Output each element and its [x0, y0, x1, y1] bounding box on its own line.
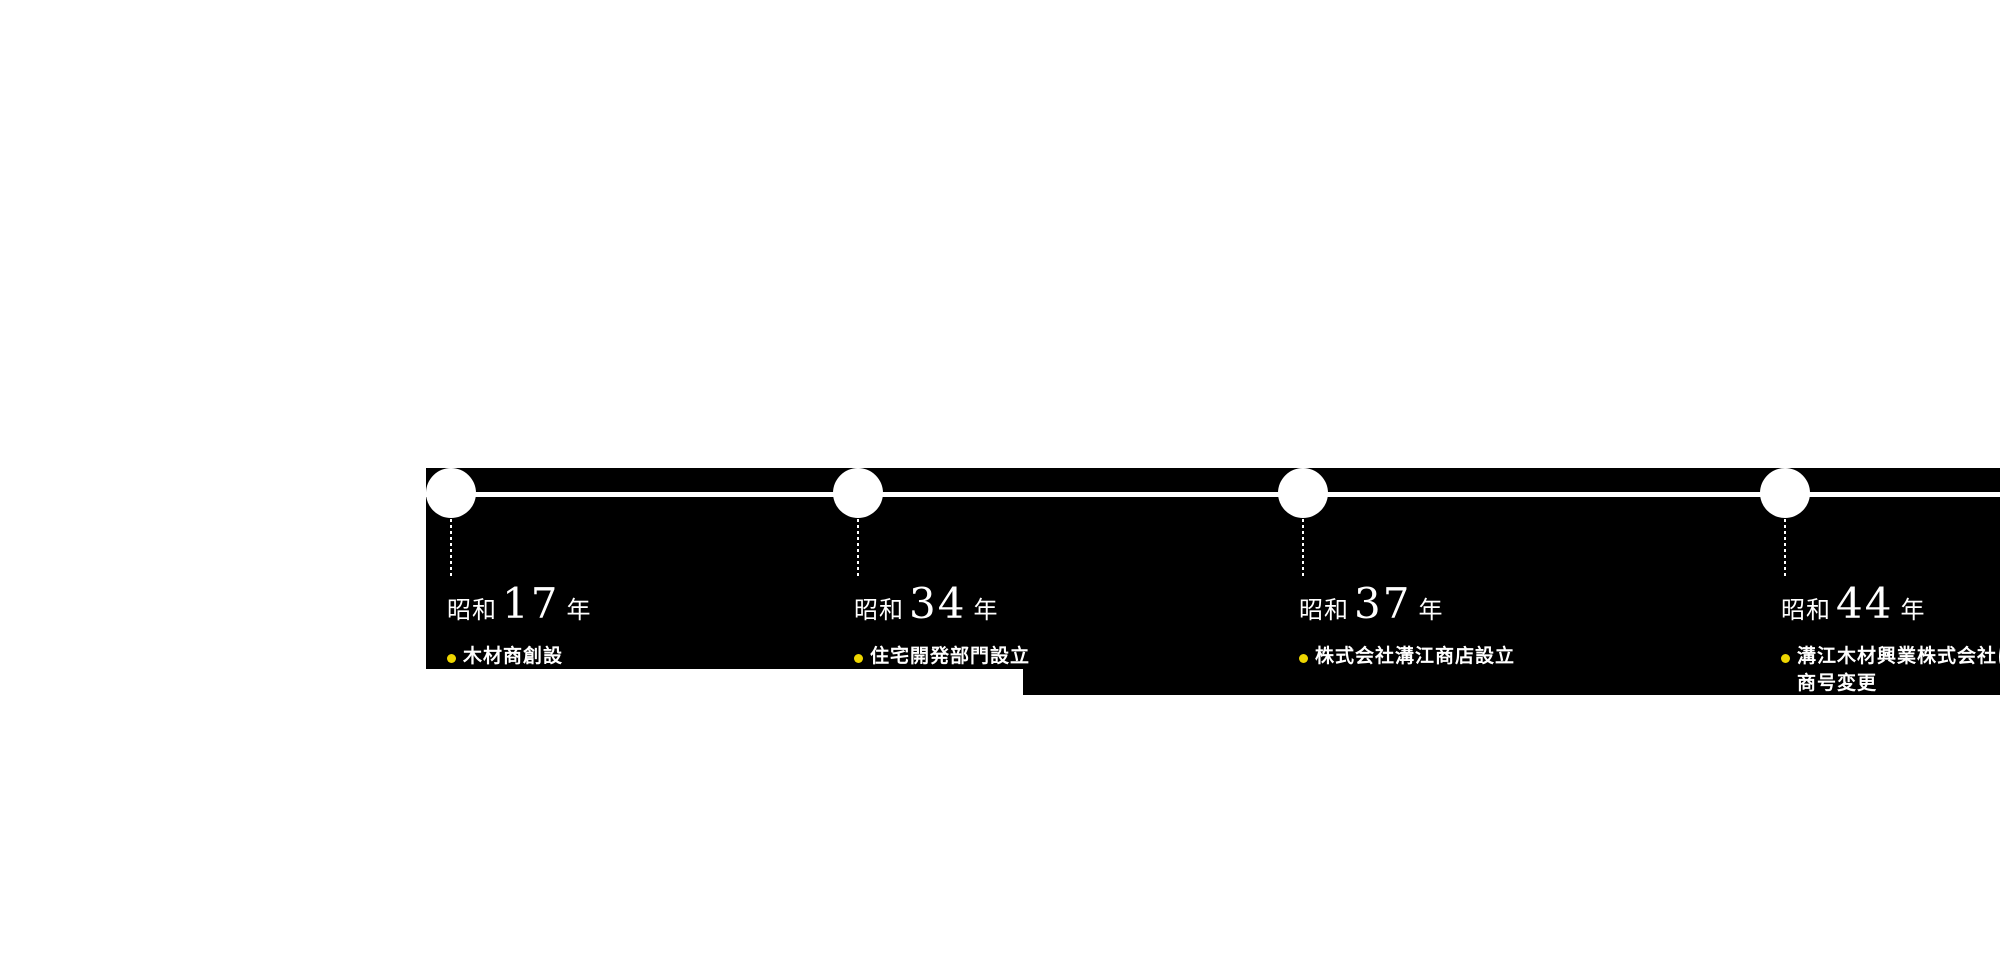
event-text-line: 住宅開発部門設立	[870, 645, 1031, 667]
year-label: 昭和 34 年	[854, 583, 1030, 625]
year-suffix-label: 年	[1418, 596, 1443, 624]
timeline-connector-dashed	[1784, 519, 1786, 576]
event-text-line: 株式会社溝江商店設立	[1315, 645, 1516, 667]
era-label: 昭和	[1781, 596, 1831, 624]
timeline-connector-dashed	[857, 519, 859, 576]
event-text-line: 溝江木材興業株式会社に	[1797, 645, 2000, 667]
event-text: 木材商創設	[463, 643, 590, 670]
event-entry: 住宅開発部門設立	[854, 643, 1030, 670]
timeline-item: 昭和 44 年 溝江木材興業株式会社に 商号変更	[1781, 583, 2000, 697]
timeline-node-icon	[1760, 468, 1810, 518]
timeline-node-icon	[1278, 468, 1328, 518]
timeline-band-extension	[1023, 669, 2000, 695]
bullet-dot-icon	[447, 654, 456, 663]
timeline-band	[426, 468, 2000, 669]
year-label: 昭和 44 年	[1781, 583, 2000, 625]
timeline-node-icon	[833, 468, 883, 518]
timeline-connector-dashed	[450, 519, 452, 576]
timeline-item: 昭和 37 年 株式会社溝江商店設立	[1299, 583, 1515, 670]
bullet-dot-icon	[1299, 654, 1308, 663]
year-number: 44	[1836, 579, 1894, 628]
era-label: 昭和	[1299, 596, 1349, 624]
bullet-dot-icon	[854, 654, 863, 663]
bullet-dot-icon	[1781, 654, 1790, 663]
year-number: 37	[1354, 579, 1412, 628]
timeline-connector-dashed	[1302, 519, 1304, 576]
year-number: 17	[502, 579, 560, 628]
event-text: 株式会社溝江商店設立	[1315, 643, 1515, 670]
event-entry: 溝江木材興業株式会社に 商号変更	[1781, 643, 2000, 697]
timeline-axis-line	[426, 492, 2000, 497]
timeline-item: 昭和 34 年 住宅開発部門設立	[854, 583, 1030, 670]
event-text: 住宅開発部門設立	[870, 643, 1030, 670]
timeline-item: 昭和 17 年 木材商創設	[447, 583, 590, 670]
year-suffix-label: 年	[566, 596, 591, 624]
event-entry: 木材商創設	[447, 643, 590, 670]
event-text-line: 商号変更	[1797, 672, 1878, 694]
year-number: 34	[909, 579, 967, 628]
event-text-line: 木材商創設	[463, 645, 564, 667]
year-label: 昭和 37 年	[1299, 583, 1515, 625]
event-entry: 株式会社溝江商店設立	[1299, 643, 1515, 670]
era-label: 昭和	[854, 596, 904, 624]
year-suffix-label: 年	[1900, 596, 1925, 624]
event-text: 溝江木材興業株式会社に 商号変更	[1797, 643, 2000, 697]
timeline-node-icon	[426, 468, 476, 518]
year-suffix-label: 年	[973, 596, 998, 624]
year-label: 昭和 17 年	[447, 583, 590, 625]
era-label: 昭和	[447, 596, 497, 624]
